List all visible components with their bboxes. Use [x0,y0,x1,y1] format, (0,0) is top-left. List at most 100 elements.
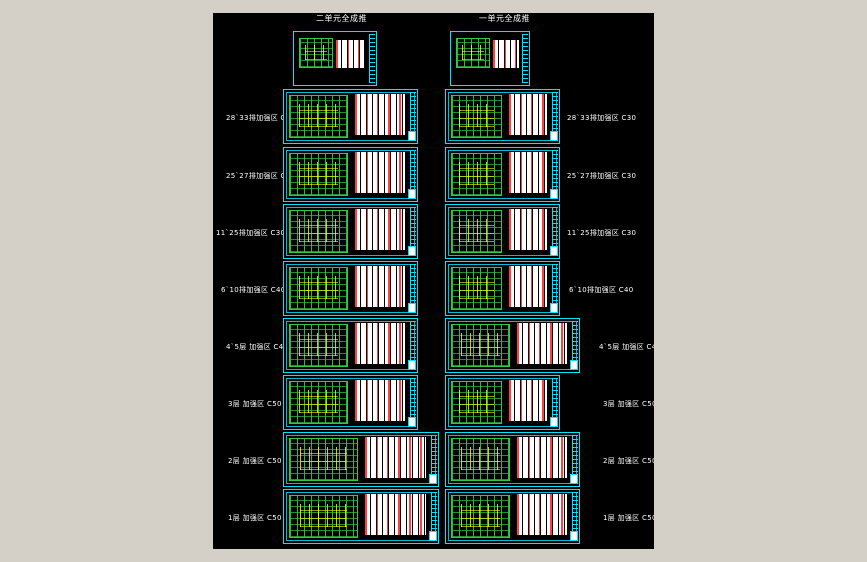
title-block [410,92,416,141]
right-floor-label: 6`10排加强区 C40 [569,286,634,294]
floor-plan [451,381,502,424]
title-block [410,321,416,370]
schedule-table [509,380,547,421]
left-drawing-sheet[interactable] [283,375,418,430]
title-stamp [429,531,437,541]
schedule-table [355,380,405,421]
schedule-table [493,40,519,68]
left-drawing-sheet[interactable] [283,204,418,259]
schedule-table [509,152,547,193]
title-stamp [408,131,416,141]
left-drawing-sheet[interactable] [283,318,418,373]
left-floor-label: 28`33排加强区 C30 [226,114,296,122]
title-stamp [550,303,558,313]
schedule-table [355,323,405,364]
floor-plan [289,153,348,196]
left-drawing-sheet[interactable] [283,489,439,544]
title-block [552,264,558,313]
left-floor-label: 1层 加强区 C50 [228,514,282,522]
title-stamp [408,246,416,256]
title-block [552,150,558,199]
title-stamp [408,303,416,313]
title-stamp [570,360,578,370]
schedule-table [509,94,547,135]
floor-plan [451,153,502,196]
title-stamp [550,189,558,199]
right-floor-label: 3层 加强区 C50 [603,400,654,408]
title-block [410,207,416,256]
title-stamp [408,417,416,427]
right-unit-title: 一单元全成推 [479,14,530,23]
left-drawing-sheet[interactable] [283,147,418,202]
right-drawing-sheet[interactable] [445,147,560,202]
left-drawing-sheet[interactable] [283,89,418,144]
floor-plan [451,210,502,253]
title-block [369,34,375,83]
title-block [552,378,558,427]
title-block [572,435,578,484]
title-stamp [550,417,558,427]
title-block [410,264,416,313]
left-drawing-sheet[interactable] [283,261,418,316]
title-block [431,492,437,541]
right-drawing-sheet[interactable] [445,375,560,430]
schedule-table [355,94,405,135]
left-floor-label: 11`25排加强区 C30 [216,229,286,237]
left-drawing-sheet[interactable] [283,432,439,487]
right-drawing-sheet[interactable] [445,318,580,373]
schedule-table [509,266,547,307]
schedule-table [517,494,567,535]
schedule-table [517,437,567,478]
schedule-table [509,209,547,250]
floor-plan [289,438,358,481]
right-floor-label: 1层 加强区 C50 [603,514,654,522]
left-unit-title: 二单元全成推 [316,14,367,23]
right-top-sheet[interactable] [450,31,530,86]
title-block [410,378,416,427]
left-floor-label: 3层 加强区 C50 [228,400,282,408]
floor-plan [289,267,348,310]
floor-plan [289,324,348,367]
right-drawing-sheet[interactable] [445,89,560,144]
schedule-table [365,437,426,478]
title-stamp [408,360,416,370]
title-stamp [408,189,416,199]
cad-drawing-canvas[interactable]: 二单元全成推 一单元全成推 28`33排加强区 C30 28`33排加强区 C30… [213,13,654,549]
title-block [552,207,558,256]
title-stamp [550,131,558,141]
floor-plan [451,495,510,538]
floor-plan [451,324,510,367]
floor-plan [451,95,502,138]
schedule-table [355,266,405,307]
right-drawing-sheet[interactable] [445,489,580,544]
title-stamp [550,246,558,256]
floor-plan [289,495,358,538]
left-floor-label: 2层 加强区 C50 [228,457,282,465]
floor-plan [299,38,333,68]
right-floor-label: 28`33排加强区 C30 [567,114,637,122]
right-drawing-sheet[interactable] [445,432,580,487]
title-block [572,321,578,370]
floor-plan [451,438,510,481]
floor-plan [456,38,490,68]
title-block [552,92,558,141]
title-stamp [429,474,437,484]
right-drawing-sheet[interactable] [445,204,560,259]
right-floor-label: 25`27排加强区 C30 [567,172,637,180]
left-top-sheet[interactable] [293,31,377,86]
right-drawing-sheet[interactable] [445,261,560,316]
schedule-table [365,494,426,535]
title-stamp [570,531,578,541]
floor-plan [289,381,348,424]
schedule-table [355,209,405,250]
title-block [572,492,578,541]
right-floor-label: 4`5层 加强区 C40 [599,343,654,351]
floor-plan [289,210,348,253]
left-floor-label: 25`27排加强区 C30 [226,172,296,180]
schedule-table [355,152,405,193]
title-stamp [570,474,578,484]
schedule-table [517,323,567,364]
title-block [522,34,528,83]
schedule-table [336,40,364,68]
title-block [410,150,416,199]
